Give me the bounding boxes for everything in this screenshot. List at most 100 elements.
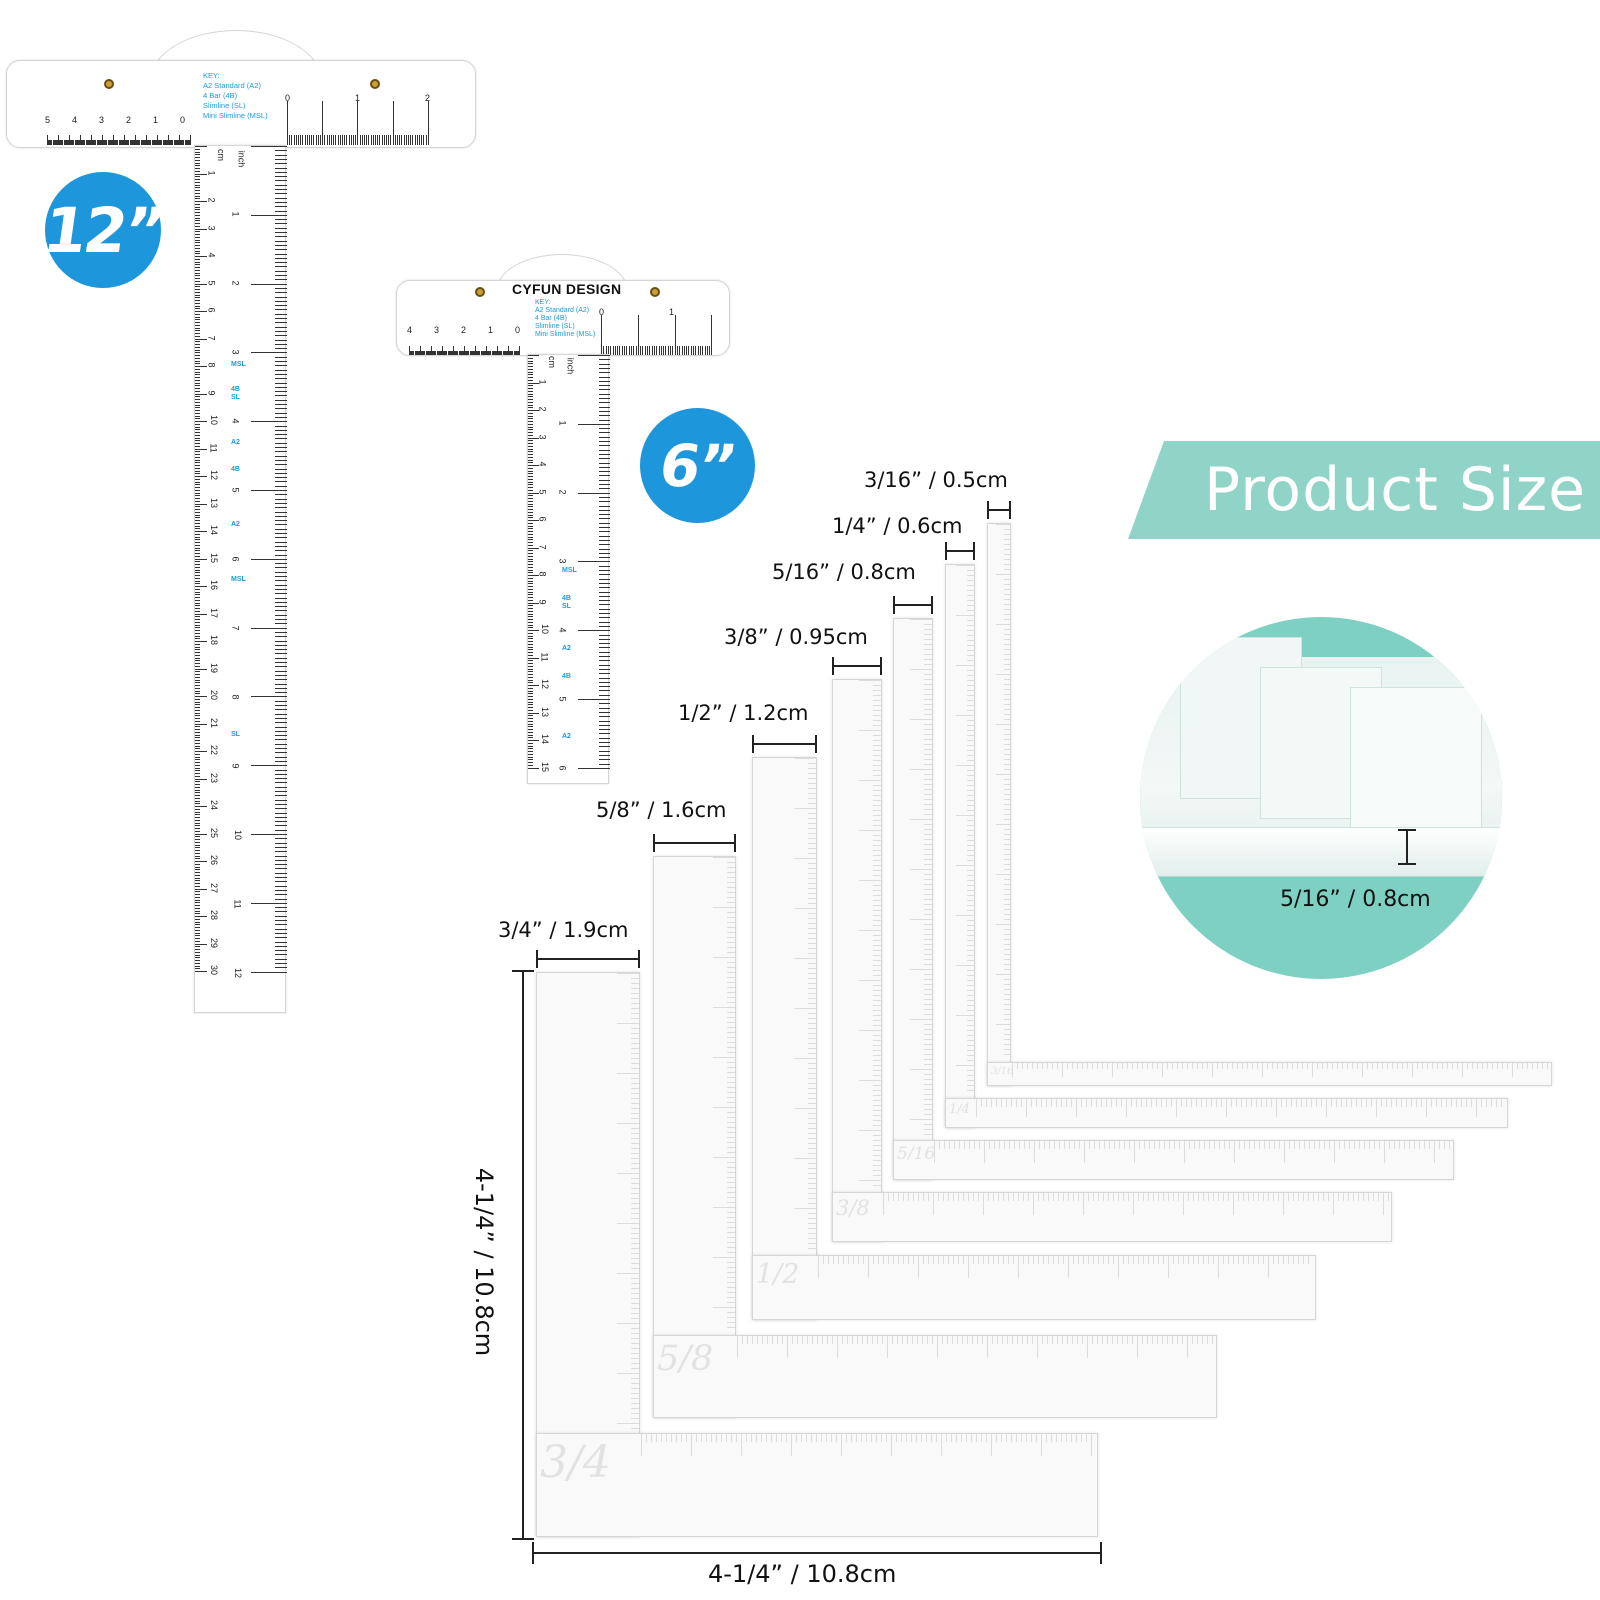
l-ruler-tick [966, 820, 974, 821]
l-ruler-tick [1053, 1193, 1054, 1201]
l-ruler-tick [1296, 1099, 1297, 1107]
l-ruler-tick [1367, 1063, 1368, 1069]
scale-tick [195, 371, 200, 373]
scale-tick [599, 471, 610, 473]
l-ruler-tick [1091, 1099, 1092, 1107]
l-ruler-tick [1196, 1099, 1197, 1107]
scale-tick [528, 410, 539, 411]
scale-tick [599, 638, 610, 640]
scale-tick [528, 451, 533, 453]
l-ruler-tick [631, 983, 639, 984]
scale-tick [528, 674, 533, 675]
scale-tick [195, 698, 200, 700]
scale-tick [528, 443, 533, 444]
l-ruler-tick [727, 1047, 735, 1048]
l-ruler-tick [631, 1258, 639, 1259]
l-ruler-tick [893, 1256, 894, 1264]
l-ruler-tick [924, 679, 932, 680]
l-ruler-tick [1447, 1063, 1448, 1069]
scale-tick [599, 531, 610, 533]
l-ruler-tick [924, 639, 932, 640]
l-ruler-tick [1502, 1063, 1503, 1069]
width-dim-line [945, 550, 975, 552]
scale-tick [275, 760, 287, 762]
l-ruler-5-8-corner-label: 5/8 [657, 1339, 714, 1379]
width-dim-cap [987, 501, 989, 519]
scale-tick [195, 599, 200, 601]
l-ruler-tick [828, 1256, 829, 1264]
blade-envelope-mark: 4B [231, 386, 240, 393]
l-ruler-tick [1004, 1054, 1010, 1055]
scale-tick [528, 445, 533, 447]
l-ruler-tick [873, 705, 881, 706]
scale-tick [60, 140, 62, 145]
scale-tick [195, 734, 200, 736]
scale-tick [686, 346, 688, 355]
scale-tick [188, 140, 190, 145]
scale-tick [275, 683, 287, 685]
scale-tick [599, 720, 610, 722]
l-ruler-tick [631, 1408, 639, 1409]
l-ruler-tick [727, 1147, 735, 1148]
scale-tick [475, 346, 476, 355]
l-ruler-tick [966, 970, 974, 971]
scale-tick [599, 522, 610, 524]
scale-tick [498, 351, 500, 355]
l-ruler-tick [1009, 1141, 1010, 1149]
scale-tick [275, 318, 287, 319]
l-ruler-tick [713, 1207, 735, 1208]
l-ruler-tick [1053, 1256, 1054, 1264]
l-ruler-tick [1316, 1099, 1317, 1107]
l-ruler-tick [1004, 779, 1010, 780]
l-ruler-tick [762, 1336, 763, 1344]
scale-tick [195, 910, 200, 912]
l-ruler-tick [1366, 1099, 1367, 1107]
scale-tick [195, 154, 200, 156]
l-ruler-tick [1228, 1256, 1229, 1264]
l-ruler-tick [808, 1143, 816, 1144]
scale-tick [275, 937, 287, 939]
scale-tick [195, 767, 200, 769]
l-ruler-tick [1283, 1256, 1284, 1264]
l-ruler-tick [631, 1203, 639, 1204]
l-ruler-tick [631, 1033, 639, 1034]
l-ruler-tick [995, 824, 1010, 825]
scale-tick [528, 665, 533, 667]
l-ruler-tick [873, 1055, 881, 1056]
l-ruler-tick [1177, 1063, 1178, 1069]
scale-tick [528, 745, 533, 747]
l-ruler-tick [948, 1256, 949, 1264]
scale-tick [195, 751, 207, 752]
l-ruler-tick [1371, 1099, 1372, 1107]
l-ruler-tick [617, 1023, 639, 1024]
l-ruler-tick [943, 1193, 944, 1201]
l-ruler-tick [1072, 1063, 1073, 1069]
l-ruler-tick [1319, 1141, 1320, 1149]
l-ruler-tick [873, 755, 881, 756]
l-ruler-tick [808, 1123, 816, 1124]
scale-tick [455, 351, 457, 355]
l-ruler-tick [1119, 1141, 1120, 1149]
scale-tick [506, 351, 508, 355]
l-ruler-tick [878, 1256, 879, 1264]
scale-tick [528, 759, 533, 761]
l-ruler-tick [1416, 1099, 1417, 1107]
scale-tick [640, 346, 642, 355]
l-ruler-tick [808, 1113, 816, 1114]
l-ruler-tick [949, 1141, 950, 1149]
scale-tick [195, 440, 200, 442]
l-ruler-tick [727, 1072, 735, 1073]
l-ruler-tick [1381, 1099, 1382, 1107]
l-ruler-tick [1004, 704, 1010, 705]
scale-tick [599, 660, 610, 662]
l-ruler-tick [671, 1434, 672, 1442]
l-ruler-tick [1193, 1256, 1194, 1264]
l-ruler-tick [1007, 1336, 1008, 1344]
l-ruler-tick [981, 1434, 982, 1442]
scale-tick [195, 536, 200, 538]
scale-tick [275, 889, 287, 891]
l-ruler-tick [727, 867, 735, 868]
l-ruler-tick [1218, 1193, 1219, 1201]
scale-tick [195, 478, 200, 480]
l-ruler-tick [631, 1328, 639, 1329]
